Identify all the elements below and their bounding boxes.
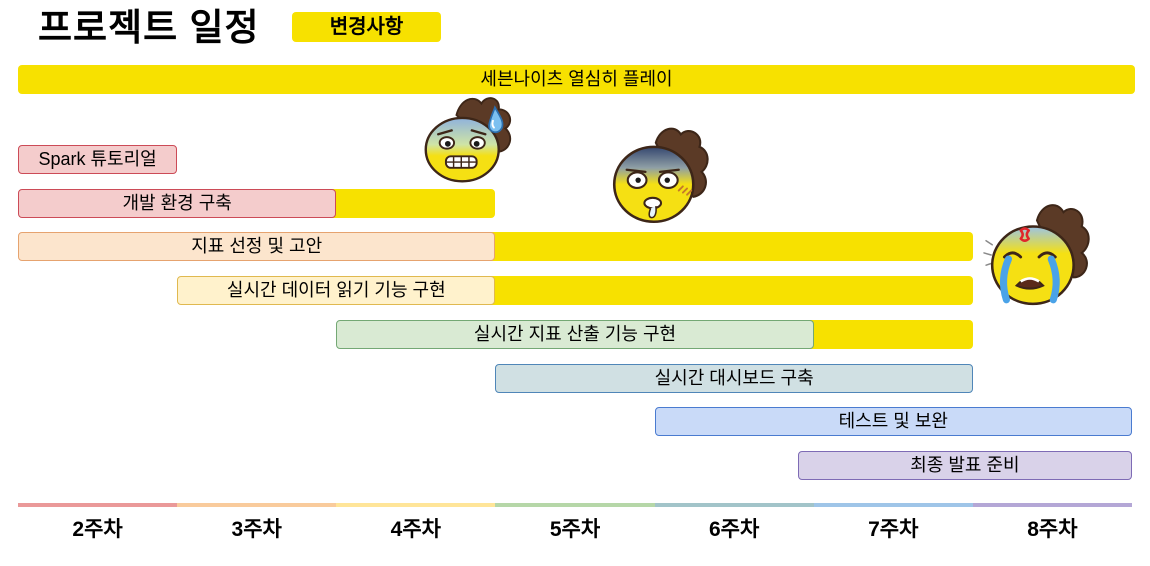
page-title: 프로젝트 일정 (38, 7, 260, 48)
task-label: 개발 환경 구축 (122, 192, 232, 213)
crying-angry-face-icon (982, 200, 1094, 312)
x-tick-label: 5주차 (549, 518, 601, 541)
task-label: 실시간 대시보드 구축 (654, 367, 814, 388)
x-tick-label: 8주차 (1027, 518, 1078, 541)
change-extension-bar (328, 188, 496, 218)
x-tick-label: 6주차 (708, 518, 760, 541)
x-tick-label: 3주차 (231, 518, 282, 541)
change-extension-bar (487, 276, 973, 306)
task-bar: 최종 발표 준비 (797, 450, 1132, 480)
x-tick-label: 2주차 (72, 518, 123, 541)
task-label: 실시간 지표 산출 기능 구현 (473, 323, 677, 344)
task-label: Spark 튜토리얼 (38, 149, 157, 169)
axis-segment-week-7 (813, 503, 973, 507)
task-bar: 개발 환경 구축 (18, 188, 337, 218)
task-bar: 테스트 및 보완 (654, 407, 1132, 437)
axis-segment-week-4 (336, 503, 496, 507)
task-bar: 실시간 대시보드 구축 (495, 363, 973, 393)
banner-bar: 세븐나이츠 열심히 플레이 (18, 65, 1135, 94)
task-label: 테스트 및 보완 (838, 411, 948, 432)
axis-segment-week-3 (177, 503, 337, 507)
x-tick-label: 4주차 (390, 518, 441, 541)
axis-segment-week-5 (495, 503, 655, 507)
task-label: 지표 선정 및 고안 (191, 236, 323, 257)
task-bar: Spark 튜토리얼 (18, 145, 178, 174)
legend-changes-badge: 변경사항 (292, 12, 441, 42)
task-label: 최종 발표 준비 (910, 454, 1020, 475)
anxious-sweat-face-icon (420, 92, 516, 188)
banner-label: 세븐나이츠 열심히 플레이 (480, 69, 673, 89)
change-extension-bar (805, 319, 973, 349)
axis-segment-week-6 (654, 503, 814, 507)
x-tick-label: 7주차 (868, 518, 919, 541)
task-bar: 지표 선정 및 고안 (18, 232, 496, 262)
task-label: 실시간 데이터 읽기 기능 구현 (226, 280, 446, 301)
axis-segment-week-8 (972, 503, 1132, 507)
change-extension-bar (487, 232, 973, 262)
task-bar: 실시간 데이터 읽기 기능 구현 (177, 276, 496, 306)
axis-segment-week-2 (18, 503, 178, 507)
task-bar: 실시간 지표 산출 기능 구현 (336, 319, 814, 349)
dazed-drool-face-icon (608, 124, 712, 228)
